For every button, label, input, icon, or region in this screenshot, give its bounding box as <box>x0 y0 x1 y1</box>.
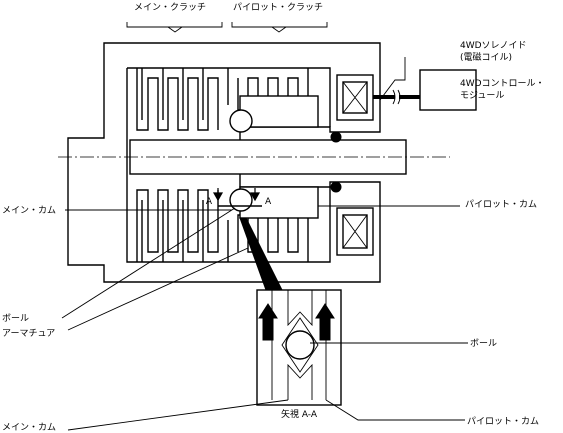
leader-lines <box>61 57 468 431</box>
main-cam-label: メイン・カム <box>2 205 56 216</box>
ball-detail-label: ボール <box>470 338 497 349</box>
main-clutch-bracket <box>126 22 223 33</box>
arrow-up-right-icon <box>315 303 335 341</box>
pilot-cam-top <box>239 95 319 128</box>
detail-zoom-pointer <box>239 217 283 291</box>
view-aa-label: 矢視 A-A <box>281 408 318 420</box>
solenoid-coil-bottom <box>336 207 374 256</box>
arrow-up-left-icon <box>258 303 278 341</box>
main-cam-bottom-label: メイン・カム <box>2 422 56 433</box>
solenoid-label-line2: (電磁コイル) <box>460 51 512 63</box>
solenoid-coil-top <box>336 74 374 121</box>
bearing-top <box>330 131 342 143</box>
module-label-line2: モジュール <box>460 91 504 101</box>
ball-top <box>229 109 253 133</box>
pilot-clutch-label: パイロット・クラッチ <box>233 2 323 13</box>
main-clutch-plates-bottom <box>136 189 219 262</box>
solenoid-wire <box>373 89 420 105</box>
pilot-clutch-bracket <box>231 22 328 33</box>
pilot-cam-label: パイロット・カム <box>465 199 537 210</box>
solenoid-label-line1: 4WDソレノイド <box>460 41 527 51</box>
section-a-left: A <box>206 197 213 207</box>
housing <box>67 42 381 283</box>
main-clutch-label: メイン・クラッチ <box>134 2 206 13</box>
armature-label: アーマチュア <box>2 328 55 339</box>
ball-bottom <box>229 188 253 212</box>
detail-view <box>256 289 342 406</box>
section-arrows-aa <box>212 188 262 207</box>
main-clutch-plates-top <box>136 68 219 131</box>
section-a-right: A <box>265 197 272 207</box>
detail-ball <box>285 330 315 360</box>
ball-label: ボール <box>2 313 29 324</box>
control-module-box <box>419 69 477 111</box>
bearing-bottom <box>330 181 342 193</box>
pilot-cam-bottom <box>239 186 319 219</box>
pilot-cam-bottom-label: パイロット・カム <box>467 416 539 427</box>
module-label-line1: 4WDコントロール・ <box>460 79 545 89</box>
